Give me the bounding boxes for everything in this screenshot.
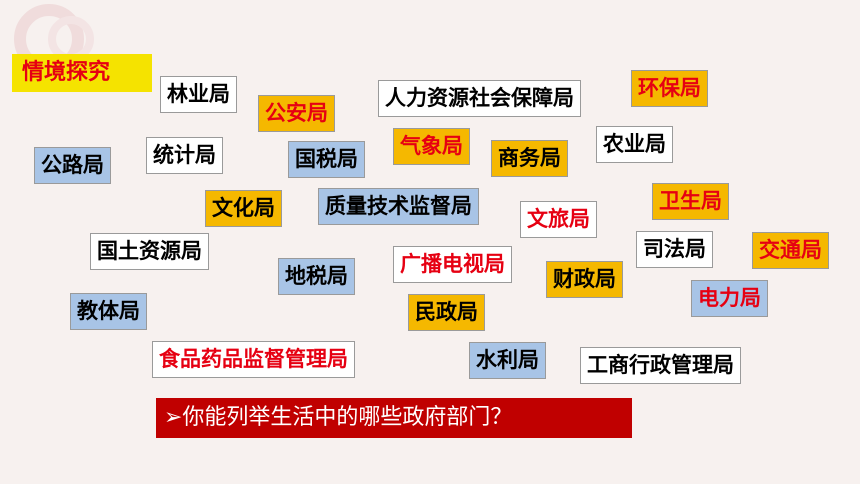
dept-tag-guangbo: 广播电视局	[393, 246, 512, 283]
question-banner: ➢你能列举生活中的哪些政府部门？	[156, 398, 632, 438]
dept-tag-nongye: 农业局	[596, 126, 673, 163]
dept-tag-shangwu: 商务局	[491, 140, 568, 177]
dept-tag-sifa: 司法局	[636, 231, 713, 268]
dept-tag-renli: 人力资源社会保障局	[378, 80, 581, 117]
dept-tag-wenlv: 文旅局	[520, 201, 597, 238]
dept-tag-huanbao: 环保局	[631, 70, 708, 107]
dept-tag-wenhua: 文化局	[205, 190, 282, 227]
dept-tag-caizheng: 财政局	[546, 261, 623, 298]
dept-tag-shipin: 食品药品监督管理局	[152, 341, 355, 378]
dept-tag-guoshui: 国税局	[288, 141, 365, 178]
dept-tag-jiaotong: 交通局	[752, 232, 829, 269]
dept-tag-gongan: 公安局	[258, 95, 335, 132]
dept-tag-dishui: 地税局	[278, 258, 355, 295]
section-title-tag: 情境探究	[12, 54, 152, 92]
dept-tag-tongji: 统计局	[146, 137, 223, 174]
dept-tag-linye: 林业局	[160, 76, 237, 113]
dept-tag-dianli: 电力局	[691, 280, 768, 317]
dept-tag-gonglu: 公路局	[34, 147, 111, 184]
dept-tag-zhiliang: 质量技术监督局	[318, 188, 479, 225]
dept-tag-guotu: 国土资源局	[90, 233, 209, 270]
dept-tag-gongshang: 工商行政管理局	[580, 347, 741, 384]
dept-tag-shuili: 水利局	[469, 342, 546, 379]
dept-tag-weisheng: 卫生局	[652, 183, 729, 220]
dept-tag-jiaoti: 教体局	[70, 293, 147, 330]
dept-tag-qixiang: 气象局	[393, 128, 470, 165]
dept-tag-minzheng: 民政局	[408, 294, 485, 331]
